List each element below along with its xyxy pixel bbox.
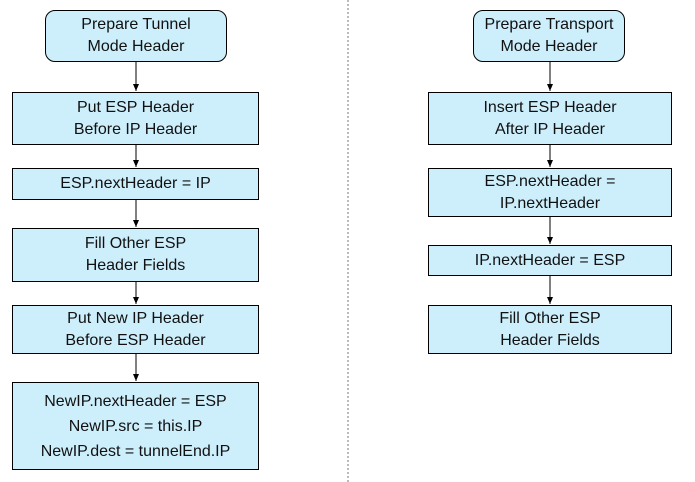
node-text: Header Fields	[85, 257, 186, 274]
node-text: Put New IP Header	[67, 309, 204, 327]
tunnel-step-put-esp-header: Put ESP Header Before IP Header	[12, 92, 259, 145]
transport-step-insert-esp-header: Insert ESP Header After IP Header	[428, 92, 672, 145]
tunnel-step-new-ip-fields: NewIP.nextHeader = ESP NewIP.src = this.…	[12, 382, 259, 470]
node-text: NewIP.nextHeader = ESP	[44, 392, 227, 410]
node-text: NewIP.src = this.IP	[68, 417, 203, 435]
node-text: ESP.nextHeader =	[484, 172, 616, 190]
node-text: IP.nextHeader = ESP	[474, 251, 626, 269]
tunnel-step-esp-next-header: ESP.nextHeader = IP	[12, 168, 259, 200]
node-text: Insert ESP Header	[483, 98, 617, 116]
node-text: Mode Header	[500, 38, 598, 55]
node-text: Prepare Tunnel	[81, 16, 191, 33]
node-text: Before IP Header	[73, 120, 198, 138]
transport-start-node: Prepare Transport Mode Header	[473, 10, 625, 62]
transport-step-ip-next-header: IP.nextHeader = ESP	[428, 245, 672, 276]
node-text: Fill Other ESP	[499, 309, 601, 327]
node-text: After IP Header	[495, 120, 605, 138]
tunnel-step-put-new-ip-header: Put New IP Header Before ESP Header	[12, 305, 259, 354]
node-text: IP.nextHeader	[499, 194, 601, 212]
node-text: Put ESP Header	[76, 98, 195, 116]
transport-step-fill-esp-fields: Fill Other ESP Header Fields	[428, 305, 672, 354]
node-text: Header Fields	[500, 331, 600, 349]
tunnel-start-node: Prepare Tunnel Mode Header	[45, 10, 227, 62]
node-text: Fill Other ESP	[84, 235, 187, 252]
node-text: ESP.nextHeader = IP	[60, 175, 211, 192]
tunnel-step-fill-esp-fields: Fill Other ESP Header Fields	[12, 228, 259, 282]
node-text: Before ESP Header	[65, 331, 206, 349]
transport-step-esp-next-header: ESP.nextHeader = IP.nextHeader	[428, 168, 672, 217]
node-text: Prepare Transport	[484, 16, 614, 33]
node-text: Mode Header	[87, 38, 185, 55]
node-text: NewIP.dest = tunnelEnd.IP	[40, 442, 231, 460]
